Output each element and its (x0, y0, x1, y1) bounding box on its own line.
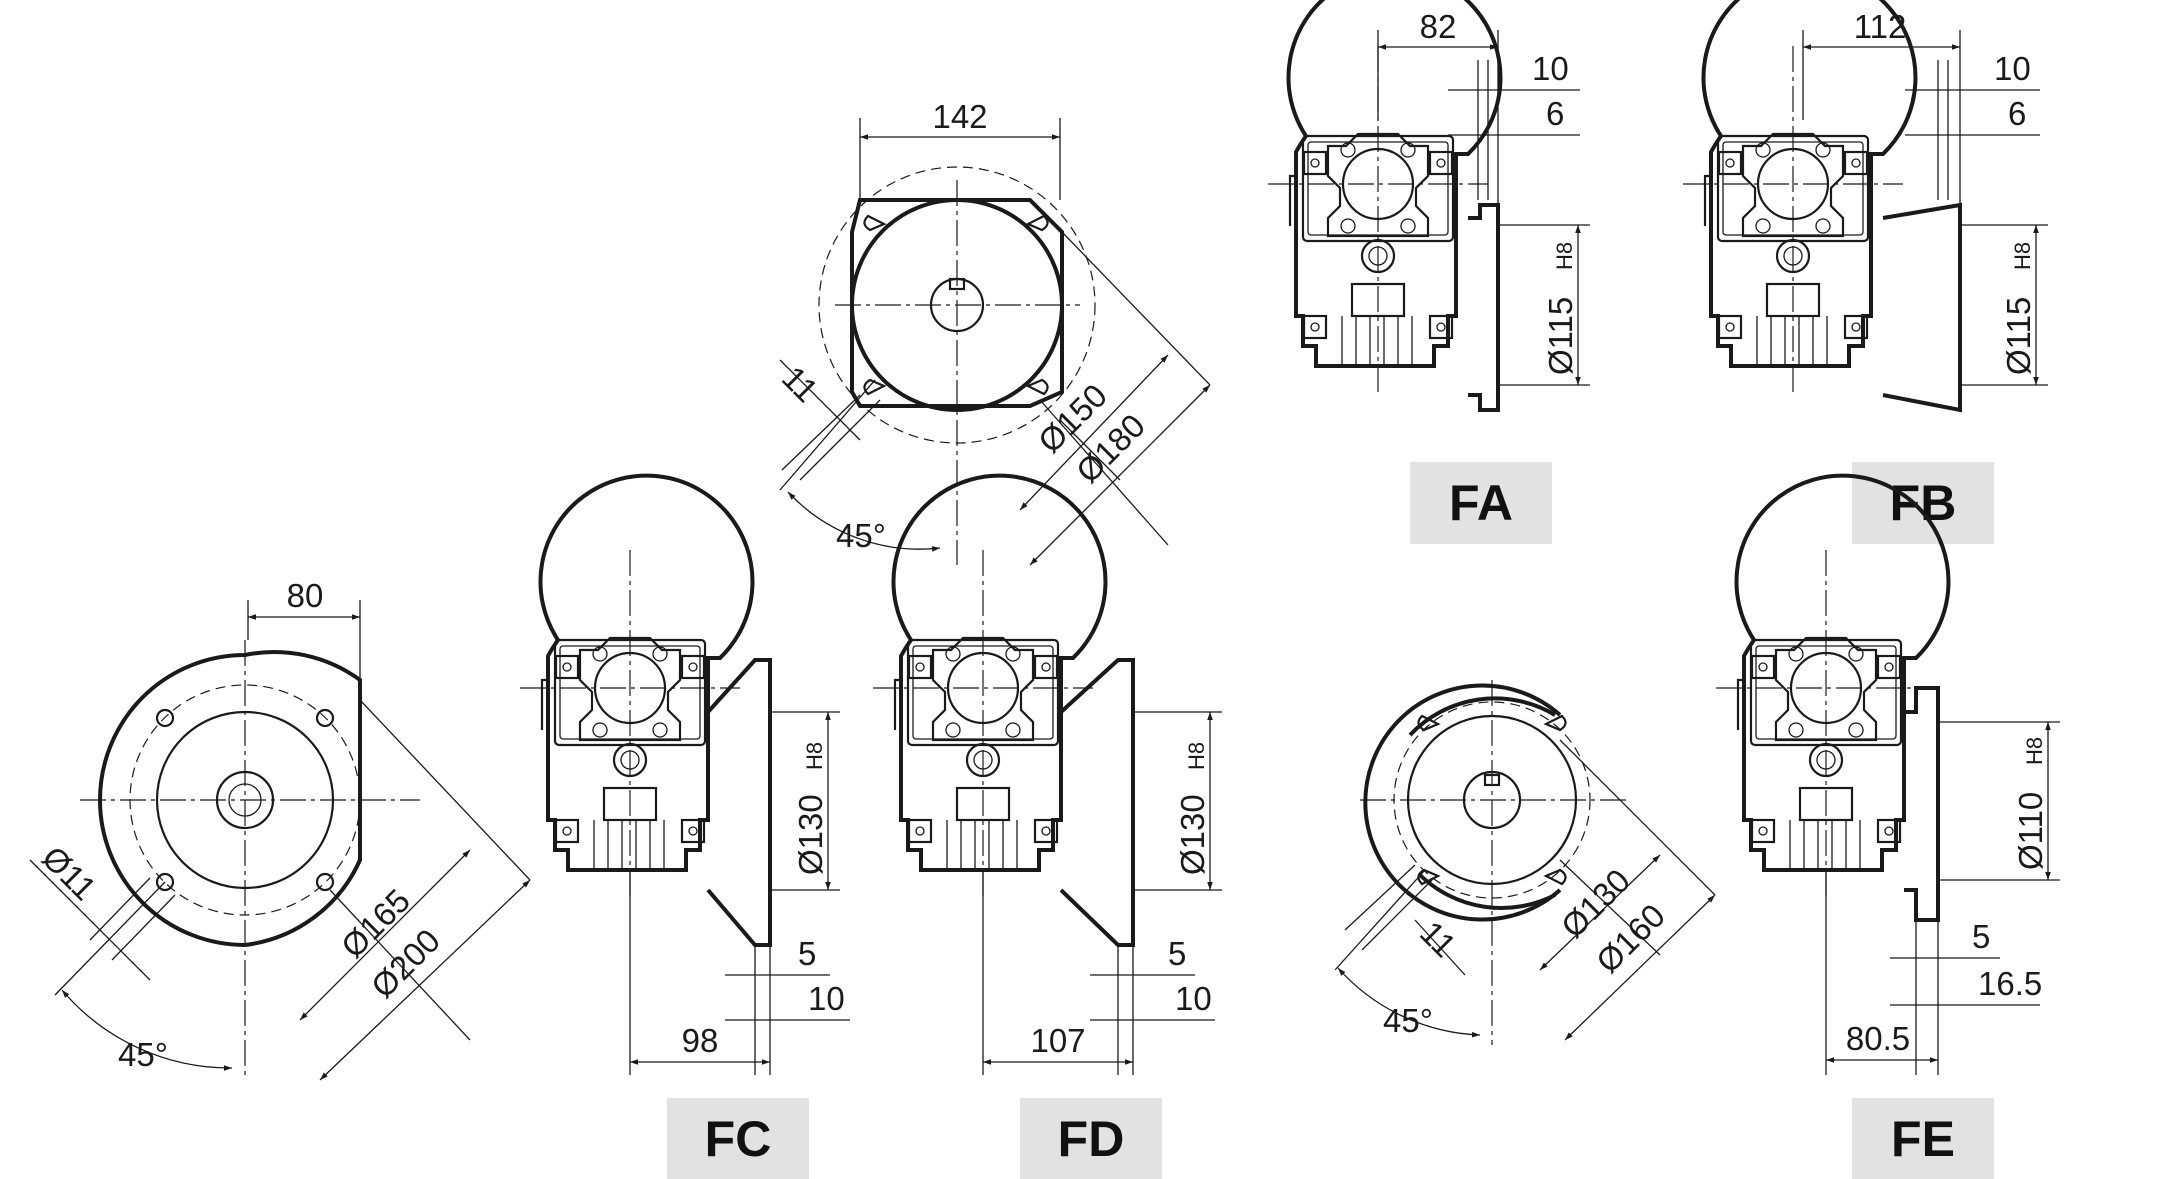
fe-d2: 16.5 (1978, 965, 2042, 1002)
fa-d1: 10 (1532, 50, 1569, 87)
top-flange-slot: 11 (775, 359, 825, 409)
fa-tol: H8 (1552, 242, 1577, 270)
fc-label: FC (705, 1111, 772, 1167)
fc-d2: 10 (808, 980, 845, 1017)
fb-bore: Ø115 (2000, 297, 2037, 375)
fd-tol: H8 (1184, 742, 1209, 770)
left-flange-slot: Ø11 (35, 839, 104, 908)
fe-d1: 5 (1972, 918, 1990, 955)
fd-d1: 5 (1168, 935, 1186, 972)
fc-d1: 5 (798, 935, 816, 972)
fa-label: FA (1449, 475, 1513, 531)
fa-top-dim: 82 (1420, 8, 1457, 45)
fd-label: FD (1058, 1111, 1125, 1167)
fa-d2: 6 (1546, 95, 1564, 132)
left-round-flange-view: 80 Ø165 Ø200 Ø11 45° (29, 577, 531, 1081)
fe-bottom-dim: 80.5 (1846, 1020, 1910, 1057)
left-flange-width: 80 (287, 577, 324, 614)
fd-bottom-dim: 107 (1030, 1022, 1085, 1059)
fe-tol: H8 (2022, 737, 2047, 765)
fe-label: FE (1891, 1111, 1955, 1167)
fb-d2: 6 (2008, 95, 2026, 132)
left-flange-angle: 45° (118, 1036, 168, 1073)
fe-view: Ø110 H8 5 16.5 80.5 FE (1714, 473, 2060, 1179)
top-flange-width: 142 (932, 98, 987, 135)
fc-bottom-dim: 98 (682, 1022, 719, 1059)
fb-d1: 10 (1994, 50, 2031, 87)
right-flange-slot: 11 (1413, 914, 1463, 964)
fa-view: 82 10 6 Ø115 H8 FA (1266, 0, 1590, 544)
right-round-flange-view: Ø130 Ø160 11 45° (1334, 680, 1716, 1045)
right-flange-angle: 45° (1383, 1002, 1433, 1039)
fd-d2: 10 (1175, 980, 1212, 1017)
top-square-flange-view: 142 Ø150 Ø180 11 45° (775, 98, 1211, 566)
fd-view: Ø130 H8 5 10 107 FD (871, 473, 1222, 1179)
fb-view: 112 10 6 Ø115 H8 FB (1681, 0, 2048, 544)
fb-label: FB (1890, 475, 1957, 531)
fb-top-dim: 112 (1854, 8, 1907, 45)
fc-tol: H8 (802, 742, 827, 770)
fc-bore: Ø130 (792, 794, 829, 875)
top-flange-angle: 45° (836, 517, 886, 554)
fa-bore: Ø115 (1542, 297, 1579, 375)
fd-bore: Ø130 (1174, 794, 1211, 875)
fe-bore: Ø110 (2012, 792, 2049, 870)
fb-tol: H8 (2010, 242, 2035, 270)
fc-view: Ø130 H8 5 10 98 FC (518, 473, 850, 1179)
